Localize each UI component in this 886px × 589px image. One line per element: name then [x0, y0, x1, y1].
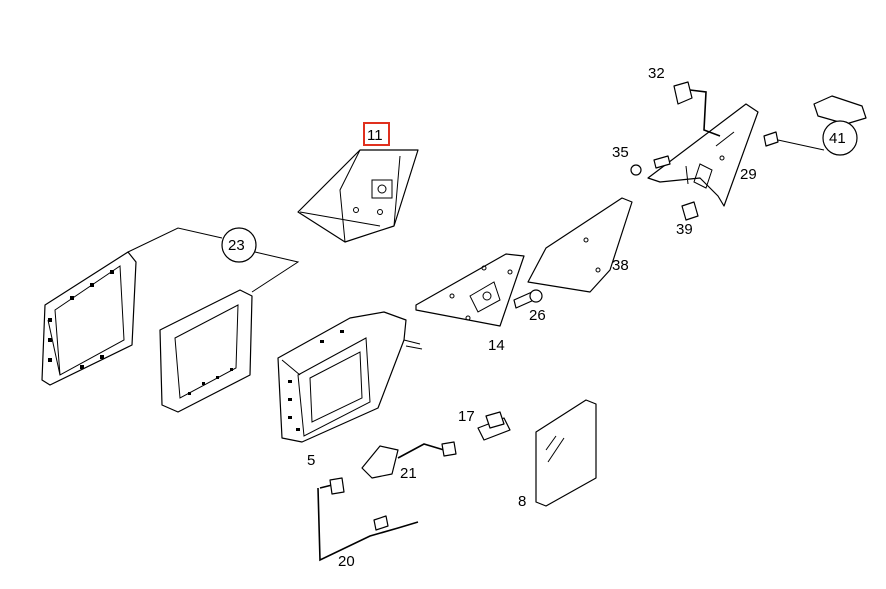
callout-35[interactable]: 35: [612, 144, 629, 161]
part-14-base-plate[interactable]: [415, 253, 525, 327]
part-5-mirror-housing[interactable]: [277, 311, 423, 443]
part-11-housing-cover[interactable]: [297, 149, 419, 243]
part-8-mirror-glass[interactable]: [535, 399, 597, 507]
callout-26[interactable]: 26: [529, 307, 546, 324]
callout-39[interactable]: 39: [676, 221, 693, 238]
part-39-clip[interactable]: [681, 201, 699, 221]
callout-11[interactable]: 11: [367, 127, 383, 144]
leader-23-a: [127, 227, 223, 253]
part-38-gasket[interactable]: [527, 197, 633, 293]
part-21-motor[interactable]: [361, 441, 457, 479]
part-32-clip[interactable]: [673, 81, 721, 137]
callout-17[interactable]: 17: [458, 408, 475, 425]
callout-32[interactable]: 32: [648, 65, 665, 82]
part-29-bracket[interactable]: [647, 103, 759, 207]
part-17-clip[interactable]: [477, 411, 511, 441]
leader-23-b: [251, 251, 300, 293]
callout-23-circle: [221, 227, 257, 263]
callout-14[interactable]: 14: [488, 337, 505, 354]
part-35-plug[interactable]: [630, 155, 671, 176]
callout-8[interactable]: 8: [518, 493, 526, 510]
callout-21[interactable]: 21: [400, 465, 417, 482]
callout-29[interactable]: 29: [740, 166, 757, 183]
callout-20[interactable]: 20: [338, 553, 355, 570]
callout-5[interactable]: 5: [307, 452, 315, 469]
part-26-screw[interactable]: [513, 289, 543, 309]
callout-23[interactable]: 23: [228, 237, 245, 254]
callout-41-circle: [822, 120, 858, 156]
callout-41[interactable]: 41: [829, 130, 846, 147]
part-23-gasket-frame[interactable]: [41, 251, 137, 386]
part-20-wiring-harness[interactable]: [317, 477, 419, 562]
callout-38[interactable]: 38: [612, 257, 629, 274]
part-41-connector[interactable]: [763, 95, 867, 151]
part-23-gasket-seal[interactable]: [159, 289, 253, 413]
callout-11-highlight-box: [363, 122, 390, 146]
